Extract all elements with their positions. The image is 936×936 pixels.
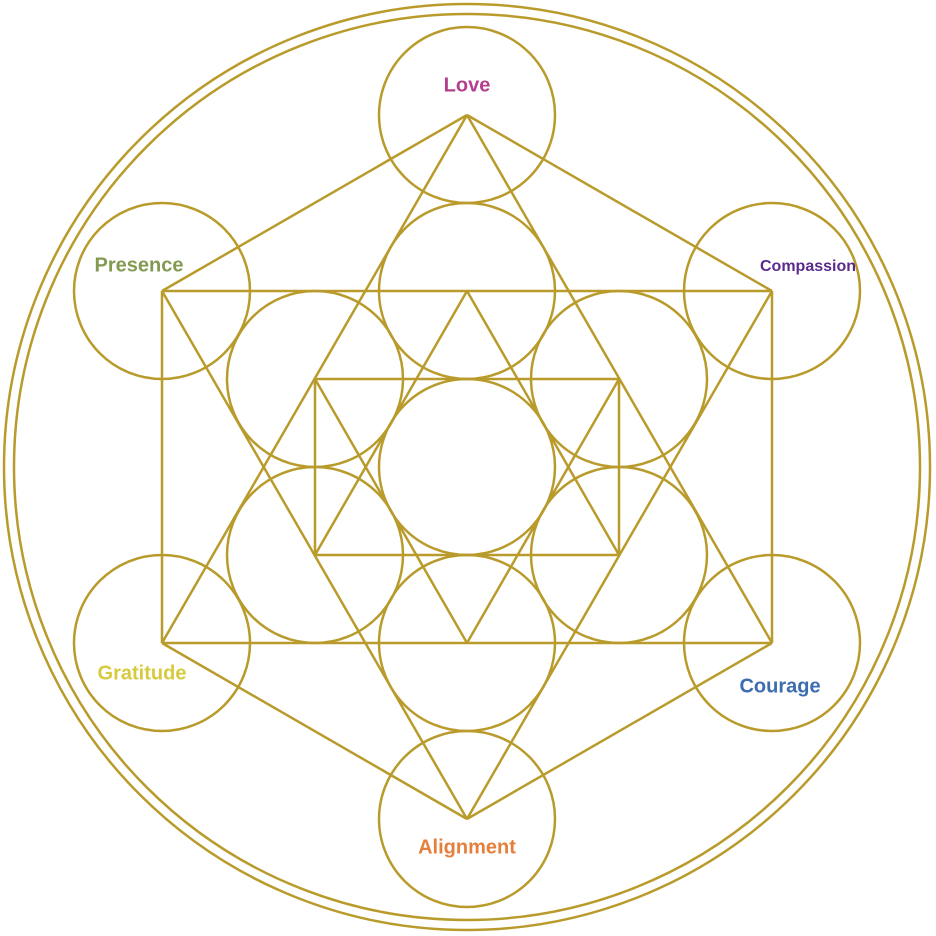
circle-C [377,377,557,557]
line-T-UR [466,113,773,293]
line-T-UL [161,113,468,293]
line-b-ul [313,378,469,644]
label-presence: Presence [95,254,184,276]
line-t-ll [313,290,469,556]
line-b-ur [465,378,621,644]
label-compassion: Compassion [760,258,856,275]
inner-ring [12,12,922,922]
label-love: Love [444,74,491,96]
line-LL-B [161,641,468,821]
label-courage: Courage [739,675,820,697]
line-LR-B [466,641,773,821]
label-alignment: Alignment [418,836,516,858]
line-t-lr [465,290,621,556]
label-gratitude: Gratitude [98,662,187,684]
